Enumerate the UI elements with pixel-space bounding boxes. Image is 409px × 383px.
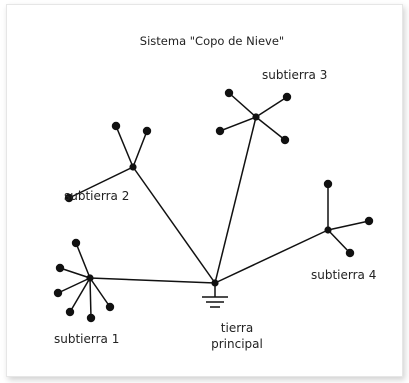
subground-2-star <box>64 121 152 203</box>
trunk-line-sub1 <box>89 277 216 284</box>
trunk-line-sub2 <box>132 166 216 284</box>
subground-4-star <box>323 179 374 258</box>
main-ground-node <box>211 279 219 287</box>
label-subtierra-3: subtierra 3 <box>262 68 327 82</box>
label-subtierra-2: subtierra 2 <box>64 189 129 203</box>
label-principal: principal <box>211 337 263 351</box>
diagram-title: Sistema "Copo de Nieve" <box>140 34 284 48</box>
trunk-line-sub4 <box>214 229 329 284</box>
label-subtierra-1: subtierra 1 <box>54 332 119 346</box>
ground-symbol-icon <box>202 283 228 308</box>
label-tierra: tierra <box>221 321 253 335</box>
subground-3-star <box>215 88 292 145</box>
subground-1-star <box>53 238 115 323</box>
trunk-line-sub3 <box>214 116 257 284</box>
label-subtierra-4: subtierra 4 <box>311 268 376 282</box>
